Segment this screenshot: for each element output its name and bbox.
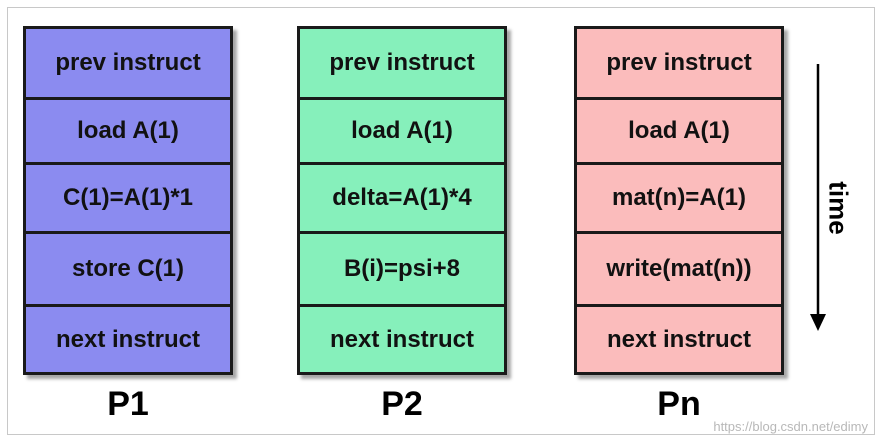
p2-instruction: B(i)=psi+8 xyxy=(300,234,504,307)
time-axis-label: time xyxy=(823,181,854,235)
processor-p2-column: prev instruct load A(1) delta=A(1)*4 B(i… xyxy=(297,26,507,375)
processor-p1-label: P1 xyxy=(107,385,149,423)
p2-instruction: delta=A(1)*4 xyxy=(300,165,504,234)
p1-instruction: C(1)=A(1)*1 xyxy=(26,165,230,234)
processor-p2-label: P2 xyxy=(381,385,423,423)
processor-pn-label: Pn xyxy=(657,385,701,423)
p1-instruction: next instruct xyxy=(55,325,201,353)
processor-pn-column: prev instruct load A(1) mat(n)=A(1) writ… xyxy=(574,26,784,375)
watermark-text: https://blog.csdn.net/edimy xyxy=(713,419,868,434)
p1-instruction: store C(1) xyxy=(26,234,230,307)
pn-instruction: mat(n)=A(1) xyxy=(577,165,781,234)
processor-p1-column: prev instruct load A(1) C(1)=A(1)*1 stor… xyxy=(23,26,233,375)
p2-instruction: prev instruct xyxy=(300,29,504,100)
pn-instruction: next instruct xyxy=(606,325,752,353)
p1-instruction: prev instruct xyxy=(26,29,230,100)
pn-instruction: write(mat(n)) xyxy=(577,234,781,307)
pn-instruction: load A(1) xyxy=(577,100,781,165)
p1-instruction: load A(1) xyxy=(26,100,230,165)
pn-instruction: prev instruct xyxy=(577,29,781,100)
time-arrow-icon xyxy=(810,64,826,331)
p2-instruction: next instruct xyxy=(329,325,475,353)
p2-instruction: load A(1) xyxy=(300,100,504,165)
